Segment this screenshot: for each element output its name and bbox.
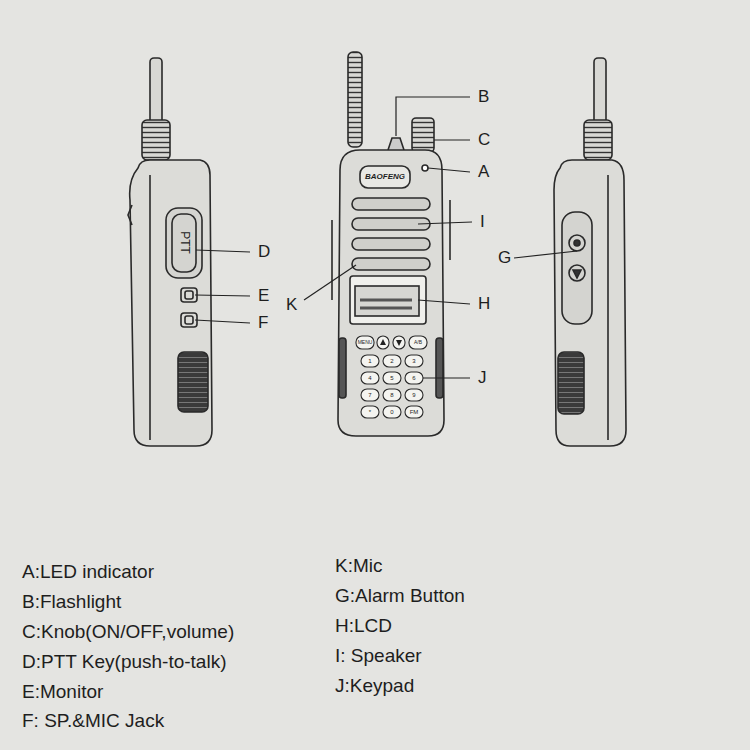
key-label: 1 (368, 358, 371, 365)
callout-letter: B (478, 88, 489, 107)
legend-line: H:LCD (335, 616, 392, 637)
callout-letter: K (286, 296, 297, 315)
legend-line: C:Knob(ON/OFF,volume) (22, 622, 234, 643)
legend-line: B:Flashlight (22, 592, 121, 613)
legend-line: K:Mic (335, 556, 383, 577)
legend-line: J:Keypad (335, 676, 414, 697)
callout-letter: C (478, 131, 490, 150)
ptt-key-text: PTT (177, 232, 190, 255)
key-label: 0 (390, 409, 393, 416)
callout-letter: E (258, 287, 269, 306)
key-label: 5 (390, 375, 393, 382)
key-label: 3 (412, 358, 415, 365)
key-label: 2 (390, 358, 393, 365)
legend-line: E:Monitor (22, 682, 103, 703)
legend-line: D:PTT Key(push-to-talk) (22, 652, 226, 673)
callout-letter: A (478, 163, 489, 182)
legend-line: G:Alarm Button (335, 586, 465, 607)
key-label: * (369, 409, 371, 416)
legend-line: A:LED indicator (22, 562, 154, 583)
brand-logo: BAOFENG (365, 173, 405, 182)
callout-letter: I (480, 213, 485, 232)
key-label: 6 (412, 375, 415, 382)
key-label: 7 (368, 392, 371, 399)
callout-letter: F (258, 314, 268, 333)
legend-line: I: Speaker (335, 646, 422, 667)
callout-letter: J (478, 369, 487, 388)
key-label: 4 (368, 375, 371, 382)
callout-letter: D (258, 243, 270, 262)
key-label: A/B (414, 340, 422, 346)
key-label: MENU (358, 340, 373, 346)
key-label: 8 (390, 392, 393, 399)
callout-letter: G (498, 249, 511, 268)
legend-line: F: SP.&MIC Jack (22, 711, 164, 732)
key-label: FM (410, 409, 419, 416)
key-label: 9 (412, 392, 415, 399)
callout-letter: H (478, 295, 490, 314)
